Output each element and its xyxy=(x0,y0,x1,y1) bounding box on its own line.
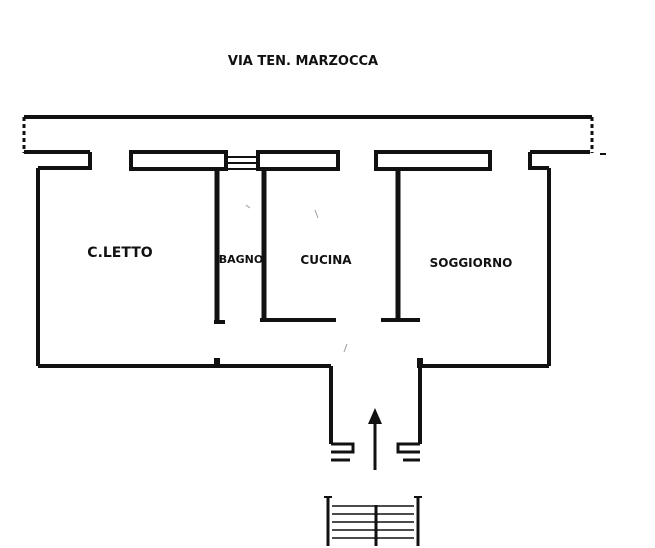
room-label-bedroom: C.LETTO xyxy=(87,245,152,261)
scan-marks xyxy=(245,204,348,353)
entrance-jambs xyxy=(331,442,420,462)
stairs-icon xyxy=(324,496,422,546)
room-label-kitchen: CUCINA xyxy=(300,253,352,267)
balcony xyxy=(22,115,606,155)
room-label-bathroom: BAGNO xyxy=(219,253,263,266)
exterior-walls xyxy=(36,168,551,444)
up-arrow-icon xyxy=(368,408,382,470)
street-label: VIA TEN. MARZOCCA xyxy=(228,54,378,69)
interior-walls xyxy=(214,169,423,368)
room-label-living: SOGGIORNO xyxy=(430,256,513,270)
facade-wall xyxy=(38,150,549,171)
